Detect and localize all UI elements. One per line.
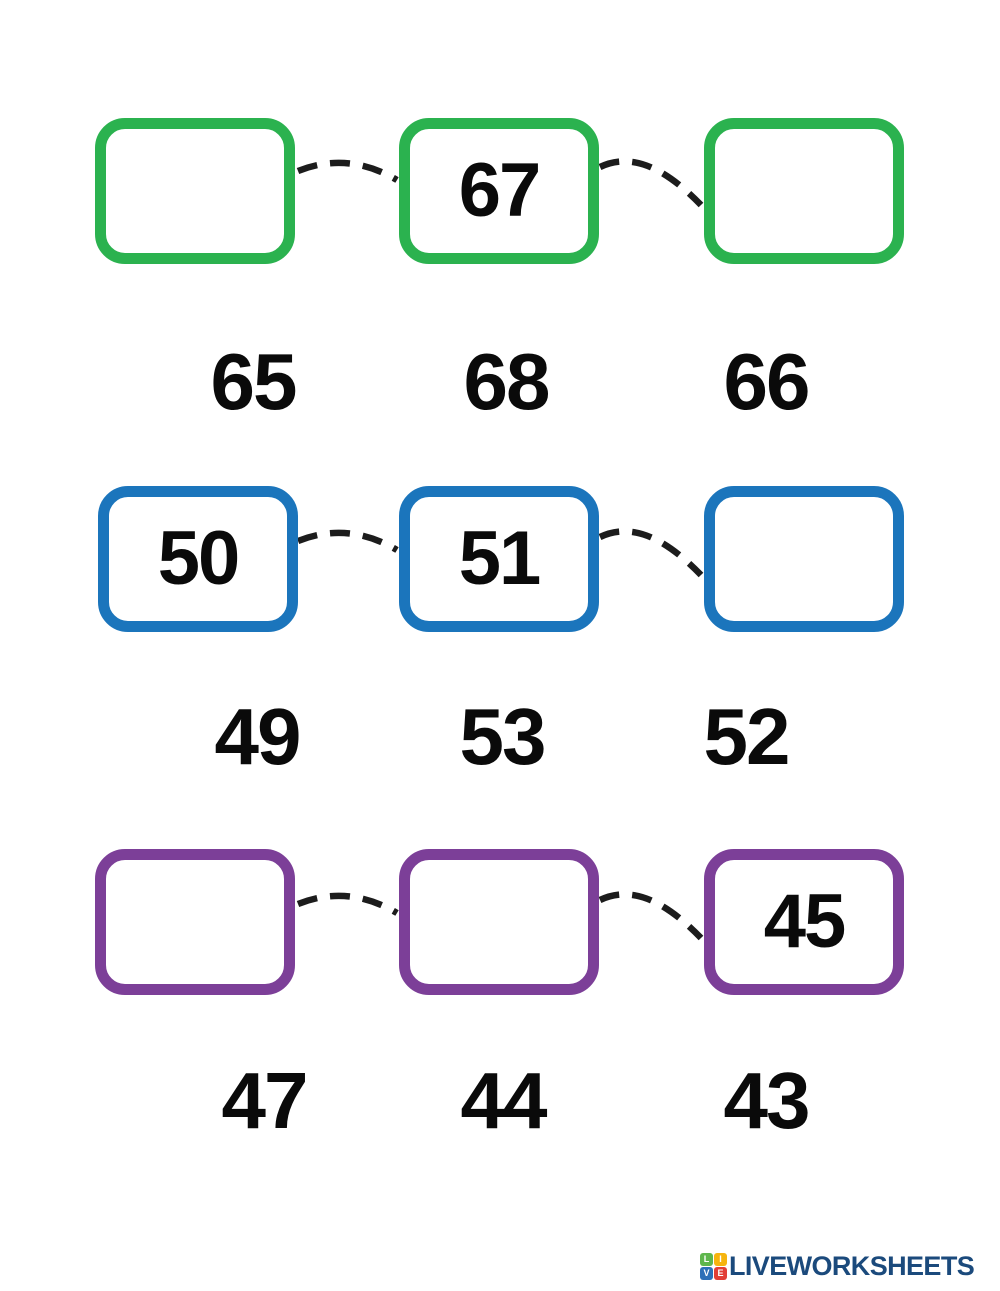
connector-r2-right	[598, 528, 704, 578]
option-number-r2-3[interactable]: 52	[703, 692, 791, 781]
liveworksheets-logo: L I V E LIVEWORKSHEETS	[700, 1251, 975, 1281]
option-number-r3-2[interactable]: 44	[460, 1056, 548, 1145]
logo-tile-v: V	[700, 1267, 713, 1280]
answer-box-r2c3[interactable]	[704, 486, 904, 632]
logo-tile-e: E	[714, 1267, 727, 1280]
answer-box-r1c2[interactable]: 67	[399, 118, 599, 264]
box-number: 50	[157, 516, 241, 601]
connector-r3-right	[598, 891, 704, 941]
option-number-r1-3[interactable]: 66	[723, 337, 811, 426]
logo-tile-i: I	[714, 1253, 727, 1266]
answer-box-r3c2[interactable]	[399, 849, 599, 995]
box-number: 51	[458, 516, 542, 601]
connector-r2-left	[296, 529, 399, 553]
option-number-r3-3[interactable]: 43	[723, 1056, 811, 1145]
brand-wordmark: LIVEWORKSHEETS	[729, 1251, 975, 1281]
connector-r1-right	[598, 158, 704, 208]
box-number: 67	[458, 148, 542, 233]
answer-box-r2c1[interactable]: 50	[98, 486, 298, 632]
answer-box-r2c2[interactable]: 51	[399, 486, 599, 632]
logo-tile-l: L	[700, 1253, 713, 1266]
connector-r1-left	[296, 159, 399, 183]
option-number-r1-1[interactable]: 65	[210, 337, 298, 426]
option-number-r2-1[interactable]: 49	[214, 692, 302, 781]
option-number-r2-2[interactable]: 53	[459, 692, 547, 781]
box-number: 45	[763, 879, 847, 964]
option-number-r3-1[interactable]: 47	[221, 1056, 309, 1145]
liveworksheets-icon: L I V E	[700, 1253, 727, 1280]
connector-r3-left	[296, 892, 399, 916]
answer-box-r1c3[interactable]	[704, 118, 904, 264]
option-number-r1-2[interactable]: 68	[463, 337, 551, 426]
answer-box-r1c1[interactable]	[95, 118, 295, 264]
answer-box-r3c1[interactable]	[95, 849, 295, 995]
answer-box-r3c3[interactable]: 45	[704, 849, 904, 995]
